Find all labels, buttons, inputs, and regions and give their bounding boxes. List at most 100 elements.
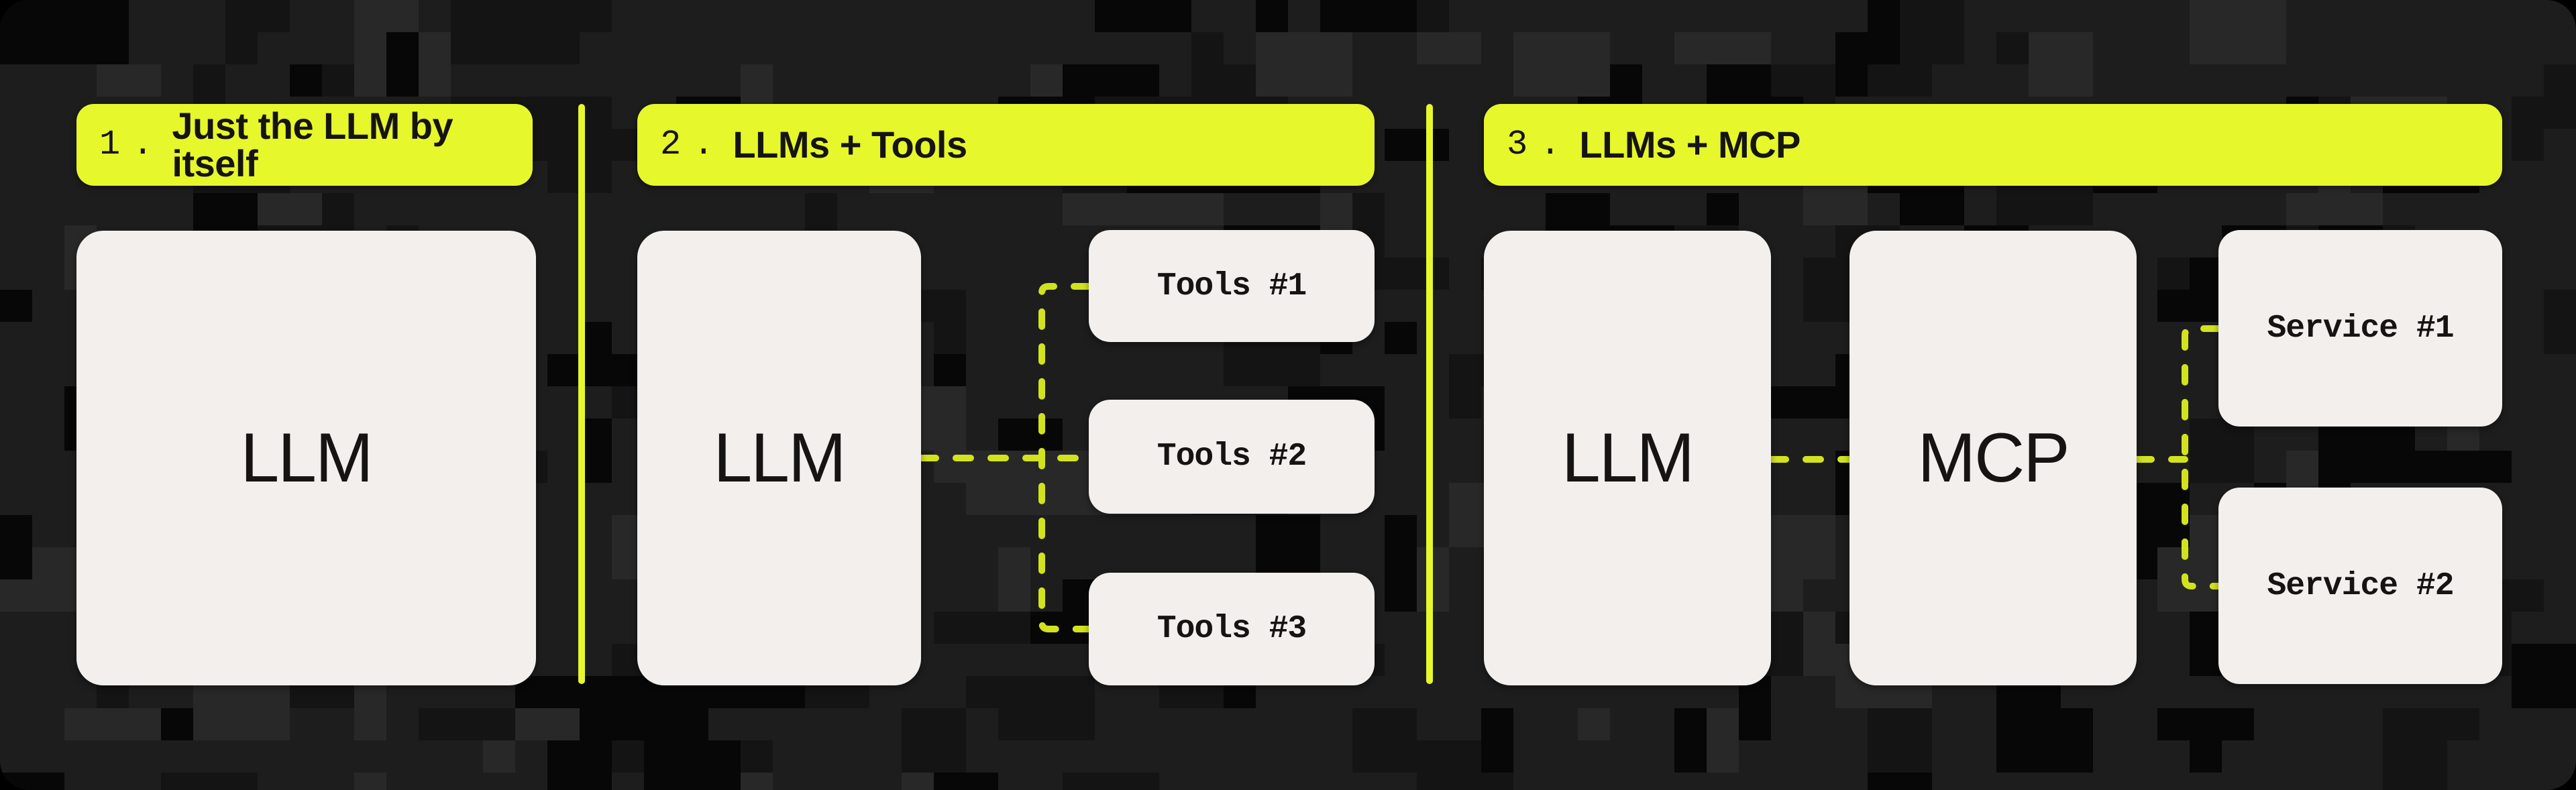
pixel-block <box>998 676 1095 740</box>
pixel-block <box>1900 0 1964 64</box>
pixel-block <box>1674 32 1771 64</box>
pixel-block <box>2512 97 2544 161</box>
llm-box-section-2: LLM <box>637 231 921 685</box>
pixel-block <box>193 676 290 740</box>
service-1-label: Service #1 <box>2267 310 2454 347</box>
pixel-block <box>1449 354 1481 418</box>
pixel-block <box>2157 258 2190 290</box>
section-2-header: 2. LLMs + Tools <box>637 104 1375 186</box>
pixel-block <box>161 773 258 790</box>
section-3-header: 3. LLMs + MCP <box>1484 104 2502 186</box>
pixel-block <box>2190 740 2222 773</box>
pixel-block <box>580 322 612 354</box>
service-box-1: Service #1 <box>2218 230 2502 427</box>
pixel-block <box>2190 418 2254 483</box>
pixel-block <box>97 64 161 97</box>
pixel-block <box>998 547 1030 612</box>
pixel-block <box>1868 773 1932 790</box>
pixel-block <box>2544 64 2576 129</box>
pixel-block <box>547 129 644 161</box>
pixel-block <box>1771 579 1803 612</box>
pixel-block <box>1385 322 1417 354</box>
pixel-block <box>612 676 708 740</box>
pixel-block <box>1191 32 1224 97</box>
mcp-box: MCP <box>1849 231 2137 685</box>
pixel-block <box>2029 32 2093 97</box>
pixel-block <box>2318 418 2415 483</box>
pixel-block <box>1063 773 1159 790</box>
separator-2 <box>1426 104 1433 684</box>
pixel-block <box>1352 193 1385 225</box>
llm-box-section-3: LLM <box>1484 231 1771 685</box>
pixel-block <box>966 676 998 708</box>
pixel-block <box>1707 708 1739 773</box>
pixel-block <box>0 515 32 579</box>
pixel-block <box>0 290 32 322</box>
pixel-block <box>2415 451 2512 483</box>
pixel-block <box>1256 32 1352 97</box>
separator-1 <box>578 104 585 684</box>
services-bracket-line <box>2182 325 2222 589</box>
pixel-block <box>225 32 258 64</box>
tools-box-1: Tools #1 <box>1089 230 1375 342</box>
pixel-block <box>580 708 612 773</box>
pixel-block <box>354 676 386 740</box>
tools-box-2: Tools #2 <box>1089 400 1375 514</box>
pixel-block <box>934 451 1030 483</box>
pixel-block <box>1868 64 1932 97</box>
pixel-block <box>934 290 966 354</box>
pixel-block <box>64 0 129 64</box>
llm-label: LLM <box>713 419 846 497</box>
llm-box-section-1: LLM <box>76 231 536 685</box>
pixel-block <box>547 354 644 386</box>
pixel-block <box>0 773 64 790</box>
pixel-block <box>1513 32 1610 97</box>
pixel-block <box>998 418 1063 451</box>
pixel-block <box>1739 676 1771 740</box>
pixel-block <box>1674 708 1707 773</box>
pixel-block <box>419 708 515 740</box>
section-1-title: Just the LLM by itself <box>172 105 453 184</box>
section-1-number: 1. <box>99 125 166 164</box>
pixel-block <box>1417 32 1481 64</box>
pixel-block <box>934 354 966 386</box>
pixel-block <box>547 0 612 32</box>
pixel-block <box>1835 32 1868 97</box>
service-box-2: Service #2 <box>2218 488 2502 684</box>
pixel-block <box>64 708 161 740</box>
pixel-block <box>2512 644 2576 708</box>
pixel-block <box>2190 0 2286 64</box>
tools-2-label: Tools #2 <box>1157 439 1307 475</box>
pixel-block <box>580 418 612 483</box>
pixel-block <box>451 0 515 64</box>
section-3-number: 3. <box>1507 125 1573 164</box>
pixel-block <box>1996 708 2093 773</box>
pixel-block <box>225 0 290 32</box>
pixel-block <box>934 708 966 773</box>
pixel-block <box>1320 0 1417 32</box>
section-2-number: 2. <box>660 125 727 164</box>
pixel-block <box>1352 708 1417 773</box>
llm-label: LLM <box>240 419 373 497</box>
pixel-block <box>1868 708 1932 773</box>
mcp-label: MCP <box>1917 419 2070 497</box>
pixel-block <box>1095 0 1191 32</box>
section-1-header: 1. Just the LLM by itself <box>76 104 533 186</box>
service-2-label: Service #2 <box>2267 567 2454 604</box>
pixel-block <box>1256 515 1320 579</box>
tools-3-label: Tools #3 <box>1157 611 1307 647</box>
pixel-block <box>354 773 386 790</box>
pixel-block <box>1707 193 1739 225</box>
llm-label: LLM <box>1561 419 1695 497</box>
pixel-block <box>2383 740 2447 790</box>
pixel-block <box>322 64 354 97</box>
pixel-block <box>2383 708 2479 740</box>
tools-1-label: Tools #1 <box>1157 268 1307 304</box>
pixel-block <box>934 612 1030 644</box>
pixel-block <box>1385 129 1449 161</box>
pixel-block <box>1063 193 1159 225</box>
section-2-title: LLMs + Tools <box>733 123 967 166</box>
pixel-block <box>2157 708 2254 740</box>
